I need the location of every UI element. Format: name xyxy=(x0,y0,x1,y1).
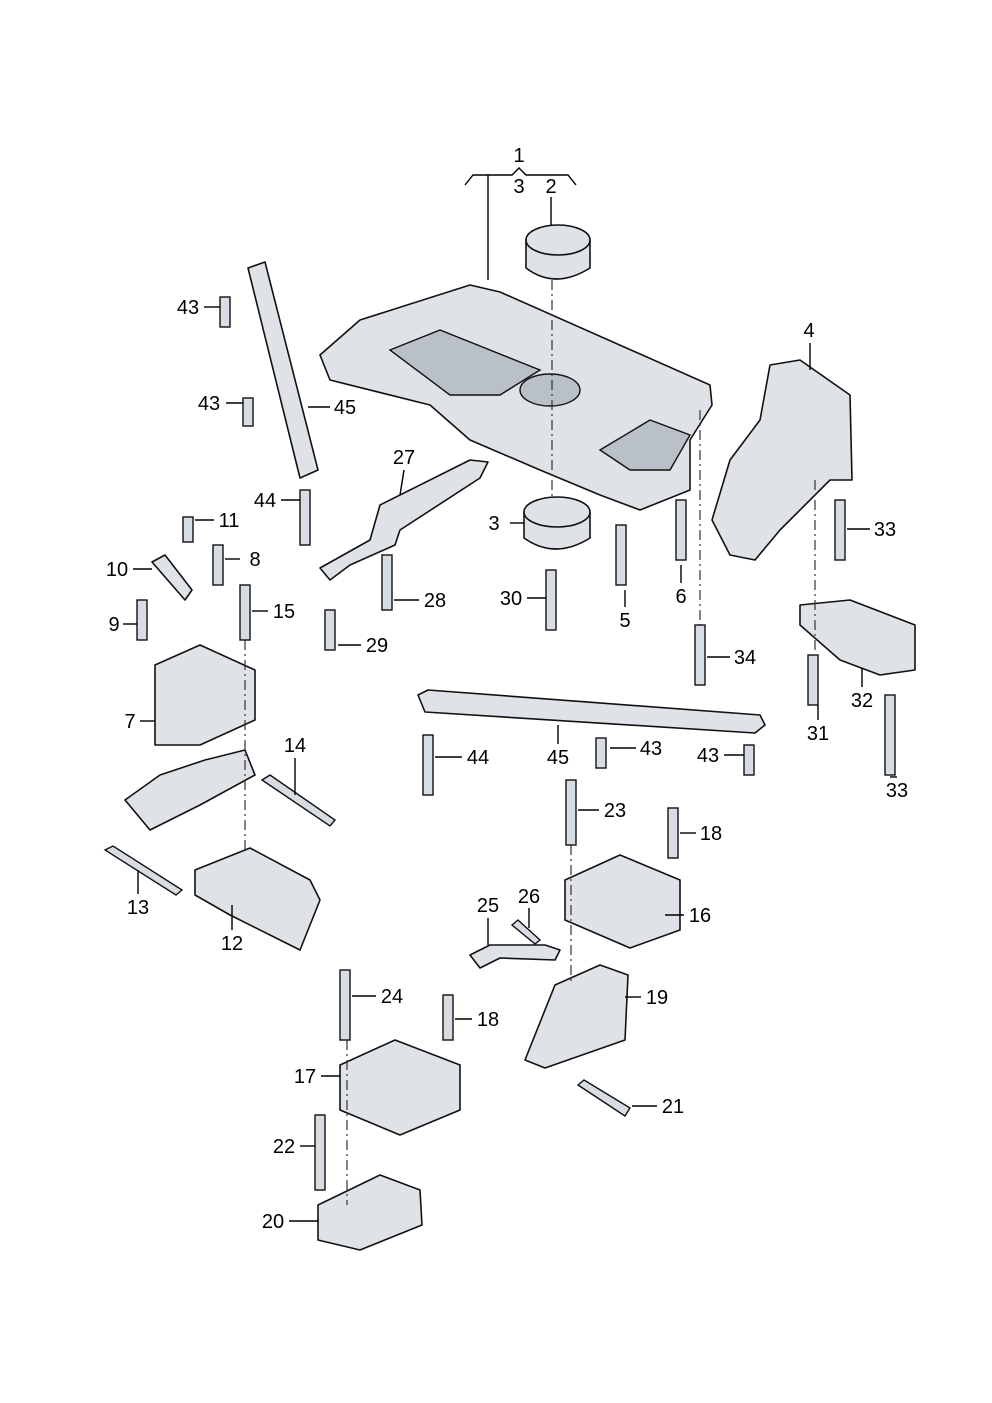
bolt xyxy=(339,969,351,1041)
part-label: 24 xyxy=(381,986,403,1008)
part-label: 14 xyxy=(284,735,306,757)
bracket-25 xyxy=(469,944,561,969)
leader-line xyxy=(399,469,405,496)
part-label: 9 xyxy=(108,614,119,636)
gearbox-mount-17 xyxy=(339,1039,461,1136)
part-label: 20 xyxy=(262,1211,284,1233)
gearbox-mount-16 xyxy=(564,854,681,949)
bracket-20 xyxy=(317,1174,423,1251)
part-label: 44 xyxy=(467,747,489,769)
bolt xyxy=(219,296,231,328)
part-label: 23 xyxy=(604,800,626,822)
part-label: 33 xyxy=(886,780,908,802)
bush-2 xyxy=(525,224,591,280)
body-panel xyxy=(124,749,256,831)
part-label: 2 xyxy=(545,176,556,198)
part-label: 43 xyxy=(697,745,719,767)
part-label: 5 xyxy=(619,610,630,632)
part-label: 17 xyxy=(294,1066,316,1088)
part-label: 30 xyxy=(500,588,522,610)
bolt xyxy=(545,569,557,631)
part-label: 43 xyxy=(177,297,199,319)
part-label: 31 xyxy=(807,723,829,745)
bracket-32 xyxy=(799,599,916,676)
bolt xyxy=(743,744,755,776)
bolt xyxy=(314,1114,326,1191)
bolt xyxy=(667,807,679,859)
part-label: 3 xyxy=(513,176,524,198)
bolt xyxy=(595,737,607,769)
part-label: 45 xyxy=(334,397,356,419)
bolt xyxy=(182,516,194,543)
torque-arm-27 xyxy=(319,459,489,581)
part-label: 16 xyxy=(689,905,711,927)
part-label: 34 xyxy=(734,647,756,669)
part-label: 25 xyxy=(477,895,499,917)
part-label: 27 xyxy=(393,447,415,469)
bolt xyxy=(565,779,577,846)
centre-lines xyxy=(244,280,816,1205)
part-label: 28 xyxy=(424,590,446,612)
bolt xyxy=(834,499,846,561)
subframe-part xyxy=(319,284,713,511)
part-label: 3 xyxy=(488,513,499,535)
part-label: 4 xyxy=(803,320,814,342)
bolt xyxy=(884,694,896,776)
bracket-10 xyxy=(151,554,193,601)
part-label: 8 xyxy=(249,549,260,571)
bolt xyxy=(212,544,224,586)
bolt xyxy=(381,554,393,611)
bolt xyxy=(807,654,819,706)
bush-3 xyxy=(523,496,591,550)
bolt xyxy=(299,489,311,546)
part-label: 18 xyxy=(700,823,722,845)
bolt xyxy=(422,734,434,796)
part-label: 29 xyxy=(366,635,388,657)
part-label: 10 xyxy=(106,559,128,581)
part-label: 15 xyxy=(273,601,295,623)
bolt xyxy=(442,994,454,1041)
part-label: 13 xyxy=(127,897,149,919)
mount-bracket-12 xyxy=(194,847,321,951)
part-label: 12 xyxy=(221,933,243,955)
part-label: 26 xyxy=(518,886,540,908)
part-label: 45 xyxy=(547,747,569,769)
part-label: 33 xyxy=(874,519,896,541)
part-label: 1 xyxy=(513,145,524,167)
bolt xyxy=(324,609,336,651)
bracket-19 xyxy=(524,964,629,1069)
group-bracket xyxy=(464,167,577,280)
part-label: 7 xyxy=(124,711,135,733)
bolt xyxy=(239,584,251,641)
part-label: 43 xyxy=(640,738,662,760)
bolt xyxy=(615,524,627,586)
part-label: 18 xyxy=(477,1009,499,1031)
angled-bolts xyxy=(103,774,631,1117)
bolt xyxy=(694,624,706,686)
bolt xyxy=(136,599,148,641)
strut-45-upper xyxy=(247,261,319,479)
part-label: 11 xyxy=(219,510,240,532)
leader-lines xyxy=(123,197,897,1222)
part-label: 22 xyxy=(273,1136,295,1158)
bolt xyxy=(675,499,687,561)
part-label: 32 xyxy=(851,690,873,712)
part-label: 21 xyxy=(662,1096,684,1118)
bracket-4 xyxy=(711,359,853,561)
part-label: 44 xyxy=(254,490,276,512)
part-label: 43 xyxy=(198,393,220,415)
part-label: 6 xyxy=(675,586,686,608)
strut-45-lower xyxy=(417,689,766,734)
engine-mount-7 xyxy=(154,644,256,746)
part-label: 19 xyxy=(646,987,668,1009)
bolts xyxy=(136,296,896,1191)
bolt xyxy=(242,397,254,427)
